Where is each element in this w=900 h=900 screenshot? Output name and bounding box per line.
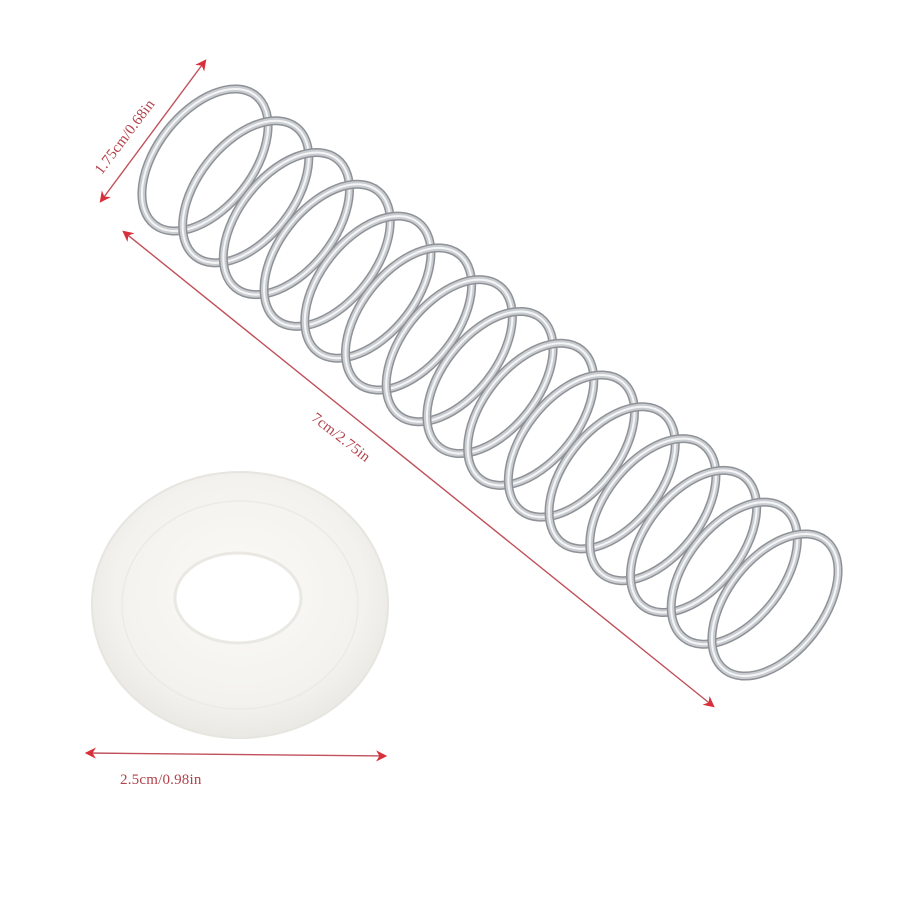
spring-length-arrow xyxy=(122,230,715,708)
spring-diameter-arrow xyxy=(99,59,207,203)
washer-diameter-label: 2.5cm/0.98in xyxy=(120,772,202,788)
washer xyxy=(91,471,389,739)
washer-diameter-arrow xyxy=(84,747,388,762)
